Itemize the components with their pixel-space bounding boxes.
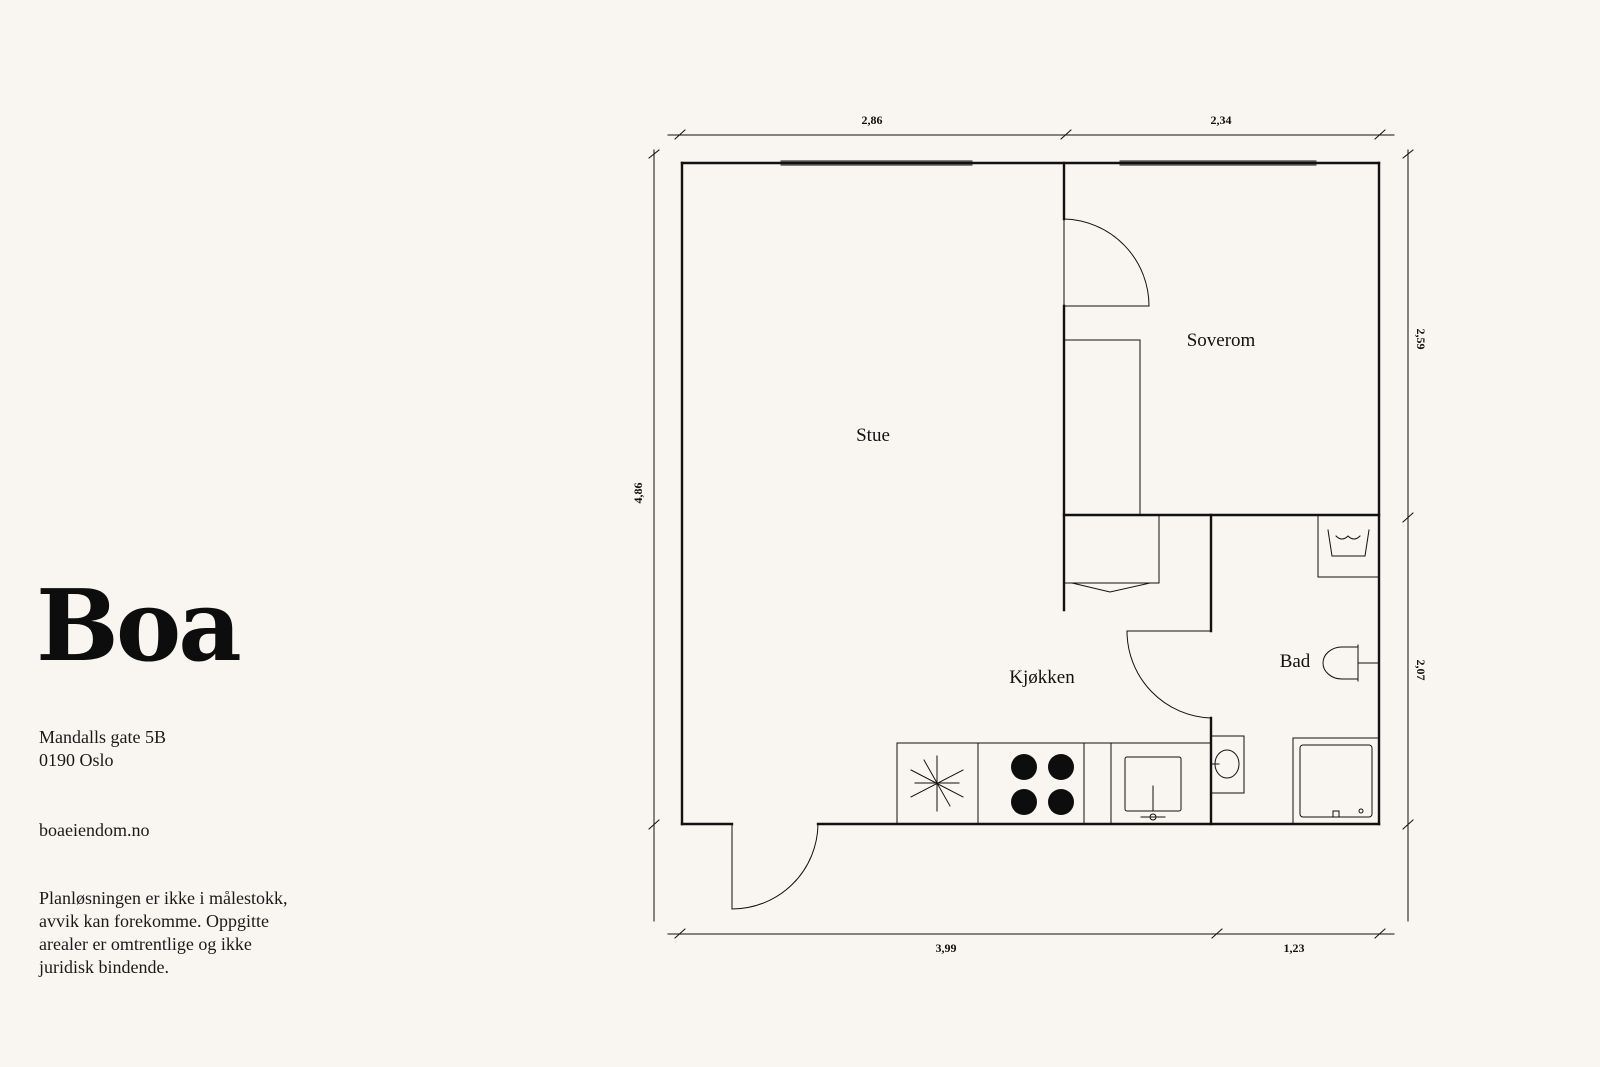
washing-machine-icon [1317, 514, 1380, 578]
wardrobe-soverom [1063, 339, 1141, 516]
dimension-lines [648, 129, 1414, 939]
windows [780, 160, 1317, 166]
address-street: Mandalls gate 5B [39, 727, 166, 747]
kitchen-sink-icon [1124, 756, 1182, 821]
wardrobe-entry [1063, 514, 1160, 584]
dim-bottom-left: 3,99 [936, 941, 957, 955]
dim-left: 4,86 [631, 483, 645, 504]
fan-icon [910, 755, 964, 812]
dim-right-top: 2,59 [1414, 329, 1428, 350]
toilet-icon [1322, 644, 1380, 682]
disclaimer-line: avvik kan forekomme. Oppgitte [39, 911, 269, 931]
room-label-stue: Stue [856, 425, 890, 446]
dim-top-right: 2,34 [1211, 113, 1232, 127]
disclaimer-line: juridisk bindende. [39, 957, 169, 977]
disclaimer: Planløsningen er ikke i målestokk, avvik… [39, 887, 339, 979]
door-entrance [731, 823, 819, 910]
address-city: 0190 Oslo [39, 750, 114, 770]
bathroom-sink-icon [1210, 735, 1245, 794]
shower-icon [1292, 737, 1380, 825]
room-label-bad: Bad [1280, 651, 1311, 672]
dim-bottom-right: 1,23 [1284, 941, 1305, 955]
room-label-kjokken: Kjøkken [1009, 667, 1075, 688]
walls [680, 161, 1381, 826]
wardrobes [1063, 339, 1160, 593]
door-soverom [1063, 218, 1150, 307]
doors [731, 218, 1212, 910]
disclaimer-line: arealer er omtrentlige og ikke [39, 934, 252, 954]
room-label-soverom: Soverom [1187, 330, 1256, 351]
disclaimer-line: Planløsningen er ikke i målestokk, [39, 888, 288, 908]
address: Mandalls gate 5B 0190 Oslo [39, 726, 166, 772]
stove-icon [1011, 754, 1074, 815]
brand-logo: Boa [36, 569, 242, 684]
door-bad [1126, 630, 1212, 719]
website-link[interactable]: boaeiendom.no [39, 820, 150, 840]
dim-top-left: 2,86 [862, 113, 883, 127]
dim-right-bottom: 2,07 [1414, 660, 1428, 681]
